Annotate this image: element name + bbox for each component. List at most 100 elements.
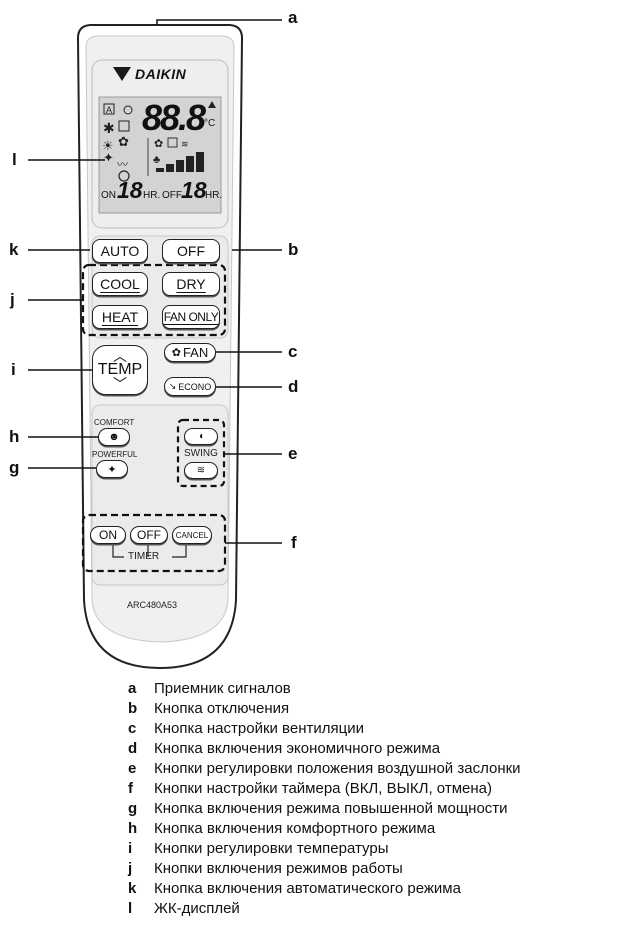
- legend-letter: a: [128, 679, 137, 697]
- callout-g: g: [9, 458, 20, 477]
- svg-text:≋: ≋: [181, 139, 189, 149]
- legend-text: Кнопка включения комфортного режима: [154, 819, 436, 837]
- auto-button[interactable]: AUTO: [92, 239, 148, 263]
- legend-letter: i: [128, 839, 133, 857]
- swing-vertical-icon: ◖: [197, 431, 205, 442]
- legend-letter: b: [128, 699, 138, 717]
- heat-button-label: HEAT: [101, 309, 139, 325]
- fan-button[interactable]: ✿ FAN: [164, 343, 216, 362]
- swing-horizontal-button[interactable]: ≋: [184, 462, 218, 479]
- legend-letter: c: [128, 719, 137, 737]
- leader-lines: [28, 19, 282, 544]
- fan-only-button[interactable]: FAN ONLY: [162, 305, 220, 329]
- svg-text:A: A: [106, 105, 112, 115]
- legend-letter: k: [128, 879, 137, 897]
- swing-group-outline: [176, 418, 226, 488]
- comfort-button[interactable]: ☻: [98, 428, 130, 446]
- swing-vertical-button[interactable]: ◖: [184, 428, 218, 445]
- cool-button[interactable]: COOL: [92, 272, 148, 296]
- temp-up-icon: ︿: [113, 348, 127, 364]
- svg-text:✿: ✿: [154, 138, 163, 150]
- legend-letter: e: [128, 759, 137, 777]
- powerful-icon: ✦: [107, 463, 117, 476]
- dry-button-label: DRY: [176, 276, 206, 292]
- svg-text:✱: ✱: [103, 120, 115, 136]
- svg-text:〰: 〰: [117, 159, 128, 171]
- svg-text:✿: ✿: [118, 134, 129, 149]
- legend-text: Приемник сигналов: [154, 679, 291, 697]
- legend-text: Кнопки регулировки температуры: [154, 839, 389, 857]
- svg-text:☀: ☀: [102, 138, 114, 153]
- econo-icon: ↘: [168, 381, 177, 391]
- lcd-timer-on-label: ON: [101, 190, 116, 201]
- legend-item: k Кнопка включения автоматического режима: [128, 878, 618, 898]
- lcd-timer-off-digits: 18: [181, 177, 207, 203]
- dry-button[interactable]: DRY: [162, 272, 220, 296]
- svg-text:♣: ♣: [153, 154, 160, 166]
- legend-item: c Кнопка настройки вентиляции: [128, 718, 618, 738]
- callout-k: k: [9, 240, 19, 259]
- lcd-timer-off-label: OFF: [162, 190, 182, 201]
- swing-horizontal-icon: ≋: [196, 465, 206, 476]
- legend-item: i Кнопки регулировки температуры: [128, 838, 618, 858]
- comfort-label: COMFORT: [94, 418, 135, 427]
- timer-on-button[interactable]: ON: [90, 526, 126, 544]
- lcd-timer-on-digits: 18: [117, 177, 143, 203]
- legend-letter: j: [128, 859, 133, 877]
- legend-text: Кнопки включения режимов работы: [154, 859, 403, 877]
- powerful-button[interactable]: ✦: [96, 460, 128, 478]
- callout-j: j: [10, 290, 15, 309]
- off-button[interactable]: OFF: [162, 239, 220, 263]
- brand-logo: DAIKIN: [112, 66, 212, 82]
- timer-cancel-button[interactable]: CANCEL: [172, 526, 212, 544]
- brand-name: DAIKIN: [135, 66, 187, 82]
- swing-label: SWING: [184, 448, 218, 459]
- legend-item: g Кнопка включения режима повышенной мощн…: [128, 798, 618, 818]
- legend-item: e Кнопки регулировки положения воздушной …: [128, 758, 618, 778]
- lcd-hr-label-2: HR.: [205, 190, 223, 201]
- fan-only-button-label: FAN ONLY: [163, 310, 219, 324]
- lcd-mode-icons: A ✱ ☀ ✿ ✦ 〰: [102, 103, 133, 182]
- remote-diagram: A ✱ ☀ ✿ ✦ 〰 ✿ ≋ ♣ ◖: [28, 19, 282, 670]
- callout-l: l: [12, 150, 17, 169]
- legend-text: ЖК-дисплей: [154, 899, 240, 917]
- legend-letter: g: [128, 799, 138, 817]
- legend-text: Кнопка включения экономичного режима: [154, 739, 441, 757]
- legend-item: a Приемник сигналов: [128, 678, 618, 698]
- cool-button-label: COOL: [100, 276, 140, 292]
- legend-letter: h: [128, 819, 138, 837]
- lcd-hr-label-1: HR.: [143, 190, 161, 201]
- timer-group-outline: [81, 513, 227, 573]
- econo-button[interactable]: ↘ ECONO: [164, 377, 216, 396]
- powerful-label: POWERFUL: [92, 450, 138, 459]
- legend-item: l ЖК-дисплей: [128, 898, 618, 918]
- callout-d: d: [288, 377, 299, 396]
- lcd-fan-icons: ✿ ≋ ♣ ◖: [153, 101, 216, 172]
- legend-item: j Кнопки включения режимов работы: [128, 858, 618, 878]
- timer-bracket: [112, 545, 187, 558]
- callout-b: b: [288, 240, 299, 259]
- fan-icon: ✿: [171, 347, 181, 359]
- legend-text: Кнопка включения автоматического режима: [154, 879, 461, 897]
- model-number: ARC480A53: [127, 600, 178, 610]
- callout-a: a: [288, 8, 298, 27]
- legend-item: h Кнопка включения комфортного режима: [128, 818, 618, 838]
- timer-off-button[interactable]: OFF: [130, 526, 168, 544]
- lcd-temp-digits: 88.8: [142, 97, 206, 138]
- callout-c: c: [288, 342, 298, 361]
- daikin-logo-icon: [113, 67, 131, 81]
- fan-label: FAN: [182, 345, 209, 360]
- legend-text: Кнопки регулировки положения воздушной з…: [154, 759, 521, 777]
- legend-text: Кнопка включения режима повышенной мощно…: [154, 799, 508, 817]
- temp-down-icon: ﹀: [113, 376, 127, 392]
- legend-letter: l: [128, 899, 133, 917]
- legend-text: Кнопка настройки вентиляции: [154, 719, 364, 737]
- callout-e: e: [288, 444, 298, 463]
- heat-button[interactable]: HEAT: [92, 305, 148, 329]
- lcd-temp-unit: °C: [204, 118, 216, 129]
- temp-button[interactable]: ︿ TEMP ﹀: [92, 345, 148, 395]
